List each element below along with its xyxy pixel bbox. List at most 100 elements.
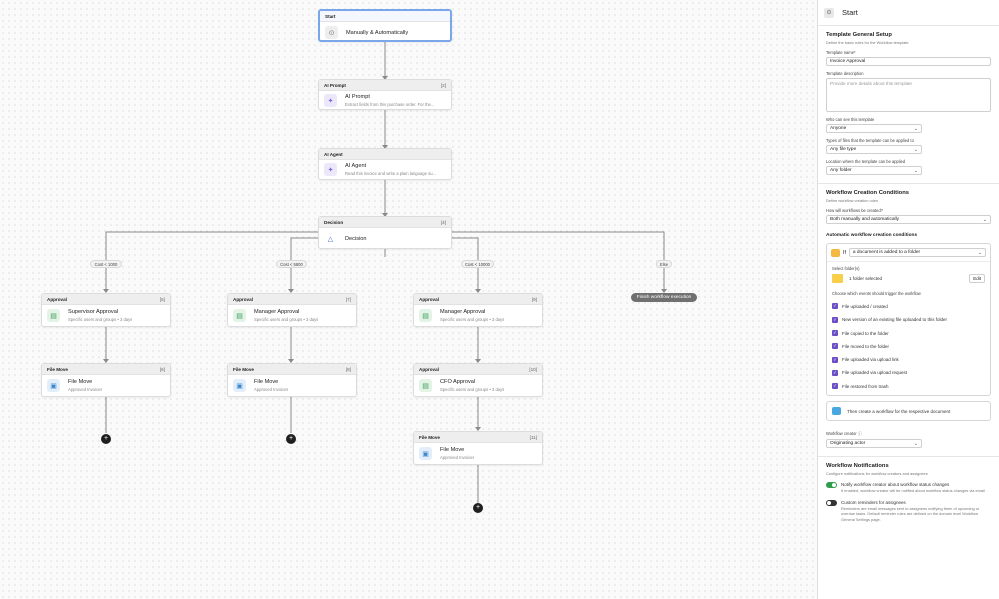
node-header: AI Agent <box>324 151 343 157</box>
field-label: Location where the template can be appli… <box>826 159 906 165</box>
node-subtitle: Approved Invoices <box>68 387 103 392</box>
field-label: Template name* <box>826 50 856 56</box>
checkbox-icon[interactable]: ✓ <box>832 343 838 350</box>
workflow-creator-select[interactable]: Originating actor ⌄ <box>826 439 922 449</box>
workflow-canvas[interactable]: Start ⊙ Manually & Automatically AI Prom… <box>0 0 817 599</box>
workflow-icon <box>832 407 841 416</box>
approval-icon: ▤ <box>419 309 432 322</box>
creation-conditions-section: Workflow Creation Conditions Define work… <box>818 184 999 458</box>
checkbox-icon[interactable]: ✓ <box>832 356 838 363</box>
node-title: Manager Approval <box>254 309 300 315</box>
notify-title: Notify workflow creator about workflow s… <box>841 482 950 488</box>
event-option[interactable]: ✓File moved to the folder <box>832 343 890 350</box>
decision-icon: △ <box>324 232 337 245</box>
folder-value: 1 folder selected <box>849 276 883 282</box>
node-number: [8] <box>345 366 351 372</box>
section-subtitle: Define workflow creation rules <box>826 198 878 204</box>
node-number: [6] <box>159 366 165 372</box>
checkbox-icon[interactable]: ✓ <box>832 303 838 310</box>
node-subtitle: Extract fields from this purchase order.… <box>345 102 435 107</box>
visibility-select[interactable]: Anyone⌄ <box>826 124 922 134</box>
select-value: Anyone <box>830 126 847 132</box>
node-title: File Move <box>440 447 465 453</box>
select-value: Originating actor <box>830 441 866 447</box>
notify-toggle[interactable] <box>826 482 837 489</box>
settings-panel: ⊙ Start Template General Setup Define th… <box>817 0 999 599</box>
event-option[interactable]: ✓File restored from trash <box>832 383 889 390</box>
node-title: Manager Approval <box>440 309 486 315</box>
chevron-down-icon: ⌄ <box>913 146 918 153</box>
assignee-text: Specific users and groups <box>440 317 489 322</box>
event-option[interactable]: ✓File uploaded / created <box>832 303 888 310</box>
node-subtitle: Read this invoice and write a plain lang… <box>345 171 437 176</box>
node-header: Approval <box>233 296 253 302</box>
chevron-down-icon: ⌄ <box>913 167 918 174</box>
select-value: Any file type <box>830 147 857 153</box>
checkbox-icon[interactable]: ✓ <box>832 330 838 337</box>
approval-icon: ▤ <box>233 309 246 322</box>
add-step-icon[interactable]: + <box>101 434 111 444</box>
chevron-down-icon: ⌄ <box>977 249 982 256</box>
node-header: AI Prompt <box>324 82 346 88</box>
trigger-select[interactable]: a document is added to a folder⌄ <box>848 248 986 258</box>
panel-header: ⊙ Start <box>818 0 999 26</box>
add-step-icon[interactable]: + <box>286 434 296 444</box>
finish-workflow-node[interactable]: Finish workflow execution <box>631 293 697 302</box>
panel-title: Start <box>842 8 858 17</box>
notifications-section: Workflow Notifications Configure notific… <box>818 457 999 529</box>
node-number: [11] <box>529 434 537 440</box>
node-header: Approval <box>47 296 67 302</box>
checkbox-icon[interactable]: ✓ <box>832 383 838 390</box>
add-step-icon[interactable]: + <box>473 503 483 513</box>
node-title: CFO Approval <box>440 379 476 385</box>
reminder-toggle[interactable] <box>826 500 837 507</box>
due-days: 3 days <box>491 387 505 392</box>
checkbox-icon[interactable]: ✓ <box>832 369 838 376</box>
template-name-input[interactable]: Invoice Approval <box>826 57 991 67</box>
due-days: 3 days <box>119 317 133 322</box>
assignee-text: Specific users and groups <box>254 317 303 322</box>
field-label: Workflow creator <box>826 431 857 437</box>
creation-mode-select[interactable]: Both manually and automatically⌄ <box>826 215 991 225</box>
select-value: Both manually and automatically <box>830 217 900 223</box>
file-type-select[interactable]: Any file type ⌄ <box>826 145 922 155</box>
event-option[interactable]: ✓File uploaded via upload link <box>832 356 899 363</box>
template-description-textarea[interactable]: Provide more details about this template <box>826 78 991 113</box>
decision-node[interactable]: Decision[4] △ Decision <box>318 216 452 249</box>
start-node[interactable]: Start ⊙ Manually & Automatically <box>318 9 452 42</box>
branch-label[interactable]: Cost < 1000 <box>90 260 122 268</box>
branch-label[interactable]: Else <box>656 260 672 268</box>
section-subtitle: Define the basic rules for the Workflow … <box>826 40 909 45</box>
event-option[interactable]: ✓File uploaded via upload request <box>832 369 908 376</box>
start-node-title: Manually & Automatically <box>346 29 409 36</box>
location-select[interactable]: Any folder⌄ <box>826 166 922 176</box>
branch-label[interactable]: Cost < 10000 <box>461 260 494 268</box>
event-option[interactable]: ✓New version of an existing file uploade… <box>832 316 948 323</box>
branch-label[interactable]: Cost < 5800 <box>276 260 307 268</box>
field-label: Who can see this template <box>826 117 875 123</box>
edit-folder-button[interactable]: Edit <box>969 274 985 284</box>
if-label: If <box>843 249 846 256</box>
field-label: How will workflows be created? <box>826 208 883 214</box>
event-option[interactable]: ✓File copied to the folder <box>832 330 889 337</box>
chevron-down-icon: ⌄ <box>913 440 918 447</box>
checkbox-icon[interactable]: ✓ <box>832 316 838 323</box>
node-header: File Move <box>47 366 68 372</box>
start-node-header: Start <box>325 13 336 19</box>
field-label: Select folder(s) <box>832 266 860 272</box>
node-title: File Move <box>254 379 279 385</box>
sparkle-icon: ✦ <box>324 163 337 176</box>
info-icon: ⓘ <box>857 431 862 437</box>
start-icon: ⊙ <box>325 26 338 39</box>
node-header: Approval <box>419 296 439 302</box>
reminder-title: Custom reminders for assignees <box>841 500 906 506</box>
